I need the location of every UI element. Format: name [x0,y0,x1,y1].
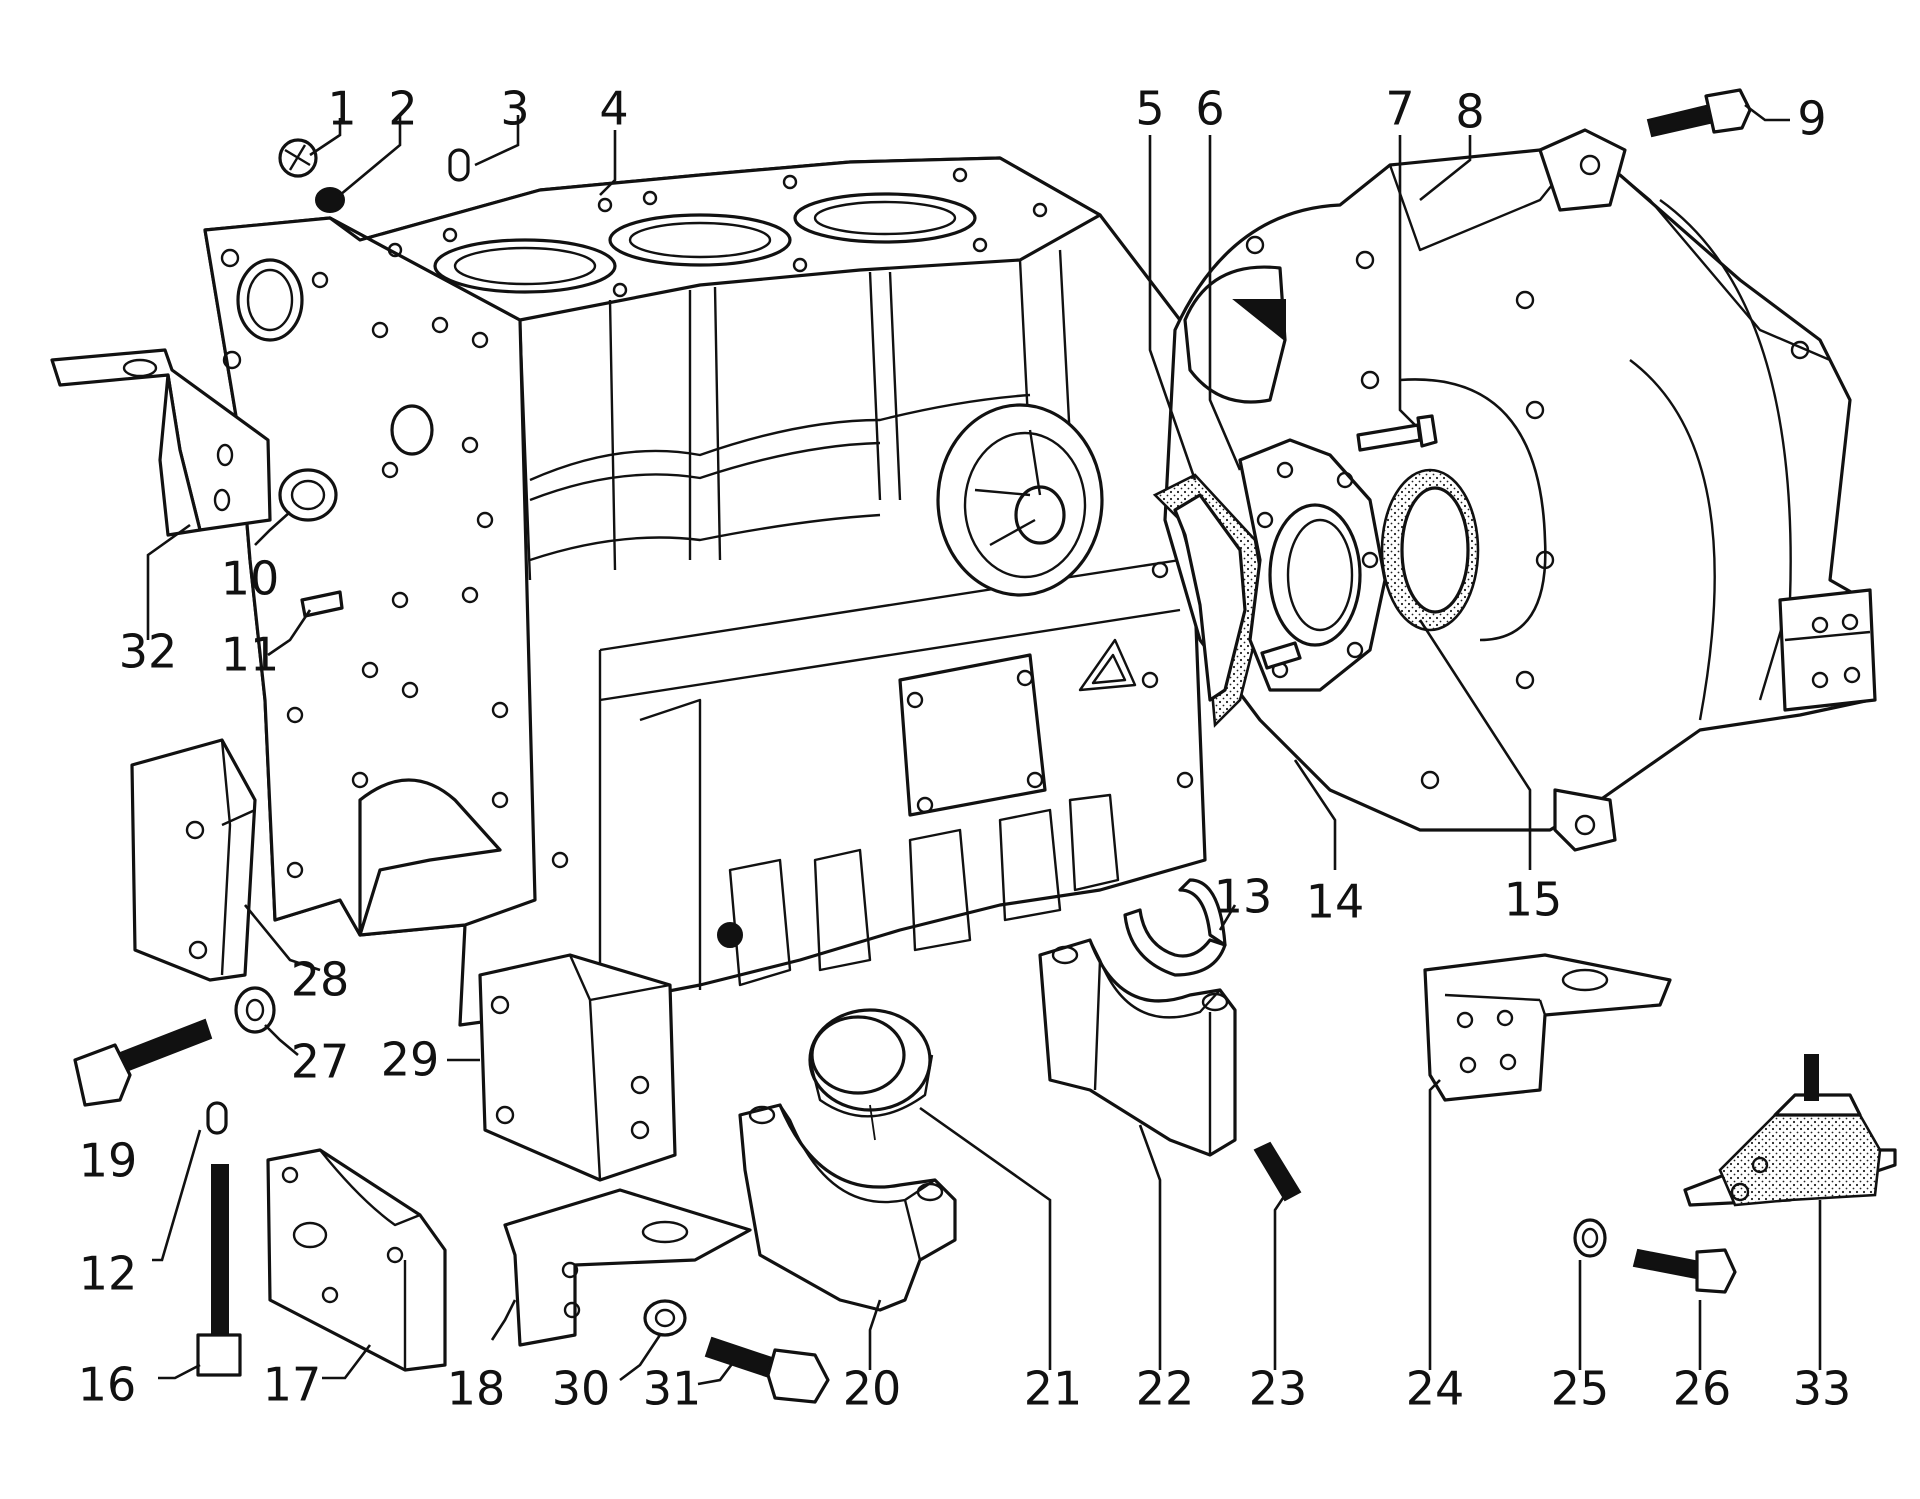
callout-3: 3 [500,82,529,136]
washer-25 [1573,1218,1607,1258]
callout-33: 33 [1793,1362,1852,1416]
callout-29: 29 [381,1033,440,1087]
washer-30 [643,1299,687,1337]
callout-23: 23 [1249,1362,1308,1416]
washer-27 [234,986,276,1034]
washer-2 [315,187,345,213]
callout-31: 31 [643,1362,702,1416]
screw-7 [1356,414,1438,452]
callout-20: 20 [843,1362,902,1416]
callout-7: 7 [1385,82,1414,136]
callout-26: 26 [1673,1362,1732,1416]
bolt-19 [73,1018,213,1107]
callout-15: 15 [1504,873,1563,927]
callout-11: 11 [221,628,280,682]
bolt-9 [1646,88,1752,138]
mounting-plate-28 [130,738,257,982]
bearing-cap-17 [266,1148,447,1372]
callout-4: 4 [599,82,628,136]
screw-16 [196,1164,242,1377]
callout-32: 32 [119,625,178,679]
engine-block [203,156,1207,1027]
callout-labels: 1 2 3 4 5 6 7 8 9 10 11 12 13 14 15 16 1… [78,82,1852,1416]
dowel-23 [1253,1141,1302,1202]
callout-1: 1 [327,82,356,136]
callout-25: 25 [1551,1362,1610,1416]
oil-seal [1380,468,1480,632]
rubber-mount-33 [1683,1054,1897,1207]
callout-6: 6 [1195,82,1224,136]
bolt-26 [1632,1248,1737,1294]
callout-22: 22 [1136,1362,1195,1416]
bolt-31 [704,1336,830,1404]
dowel-11 [300,590,344,618]
dowel-3 [448,148,470,182]
callout-27: 27 [291,1035,350,1089]
callout-13: 13 [1214,870,1273,924]
bearing-cap-22 [1038,938,1237,1157]
callout-19: 19 [79,1134,138,1188]
callout-24: 24 [1406,1362,1465,1416]
plug-1 [278,138,318,178]
dowel-14 [1260,641,1302,670]
bearing-shell-21 [808,1008,934,1141]
callout-28: 28 [291,953,350,1007]
callout-21: 21 [1024,1362,1083,1416]
callout-12: 12 [79,1247,138,1301]
seal-carrier [1238,438,1387,692]
callout-10: 10 [221,552,280,606]
bracket-18 [503,1188,752,1347]
bearing-shell-13 [1123,878,1227,977]
callout-8: 8 [1455,85,1484,139]
bracket-32 [50,348,272,537]
rear-gasket [1152,473,1267,728]
bearing-cap-20 [738,1103,957,1312]
callout-16: 16 [78,1358,137,1412]
callout-2: 2 [388,82,417,136]
seal-10 [278,468,338,522]
callout-14: 14 [1306,875,1365,929]
callout-30: 30 [552,1362,611,1416]
callout-18: 18 [447,1362,506,1416]
mounting-plate-29 [478,953,677,1182]
callout-17: 17 [263,1358,322,1412]
leader-lines [146,103,1822,1386]
callout-9: 9 [1797,92,1826,146]
callout-5: 5 [1135,82,1164,136]
bracket-24 [1423,953,1672,1102]
pin-12 [206,1101,228,1135]
